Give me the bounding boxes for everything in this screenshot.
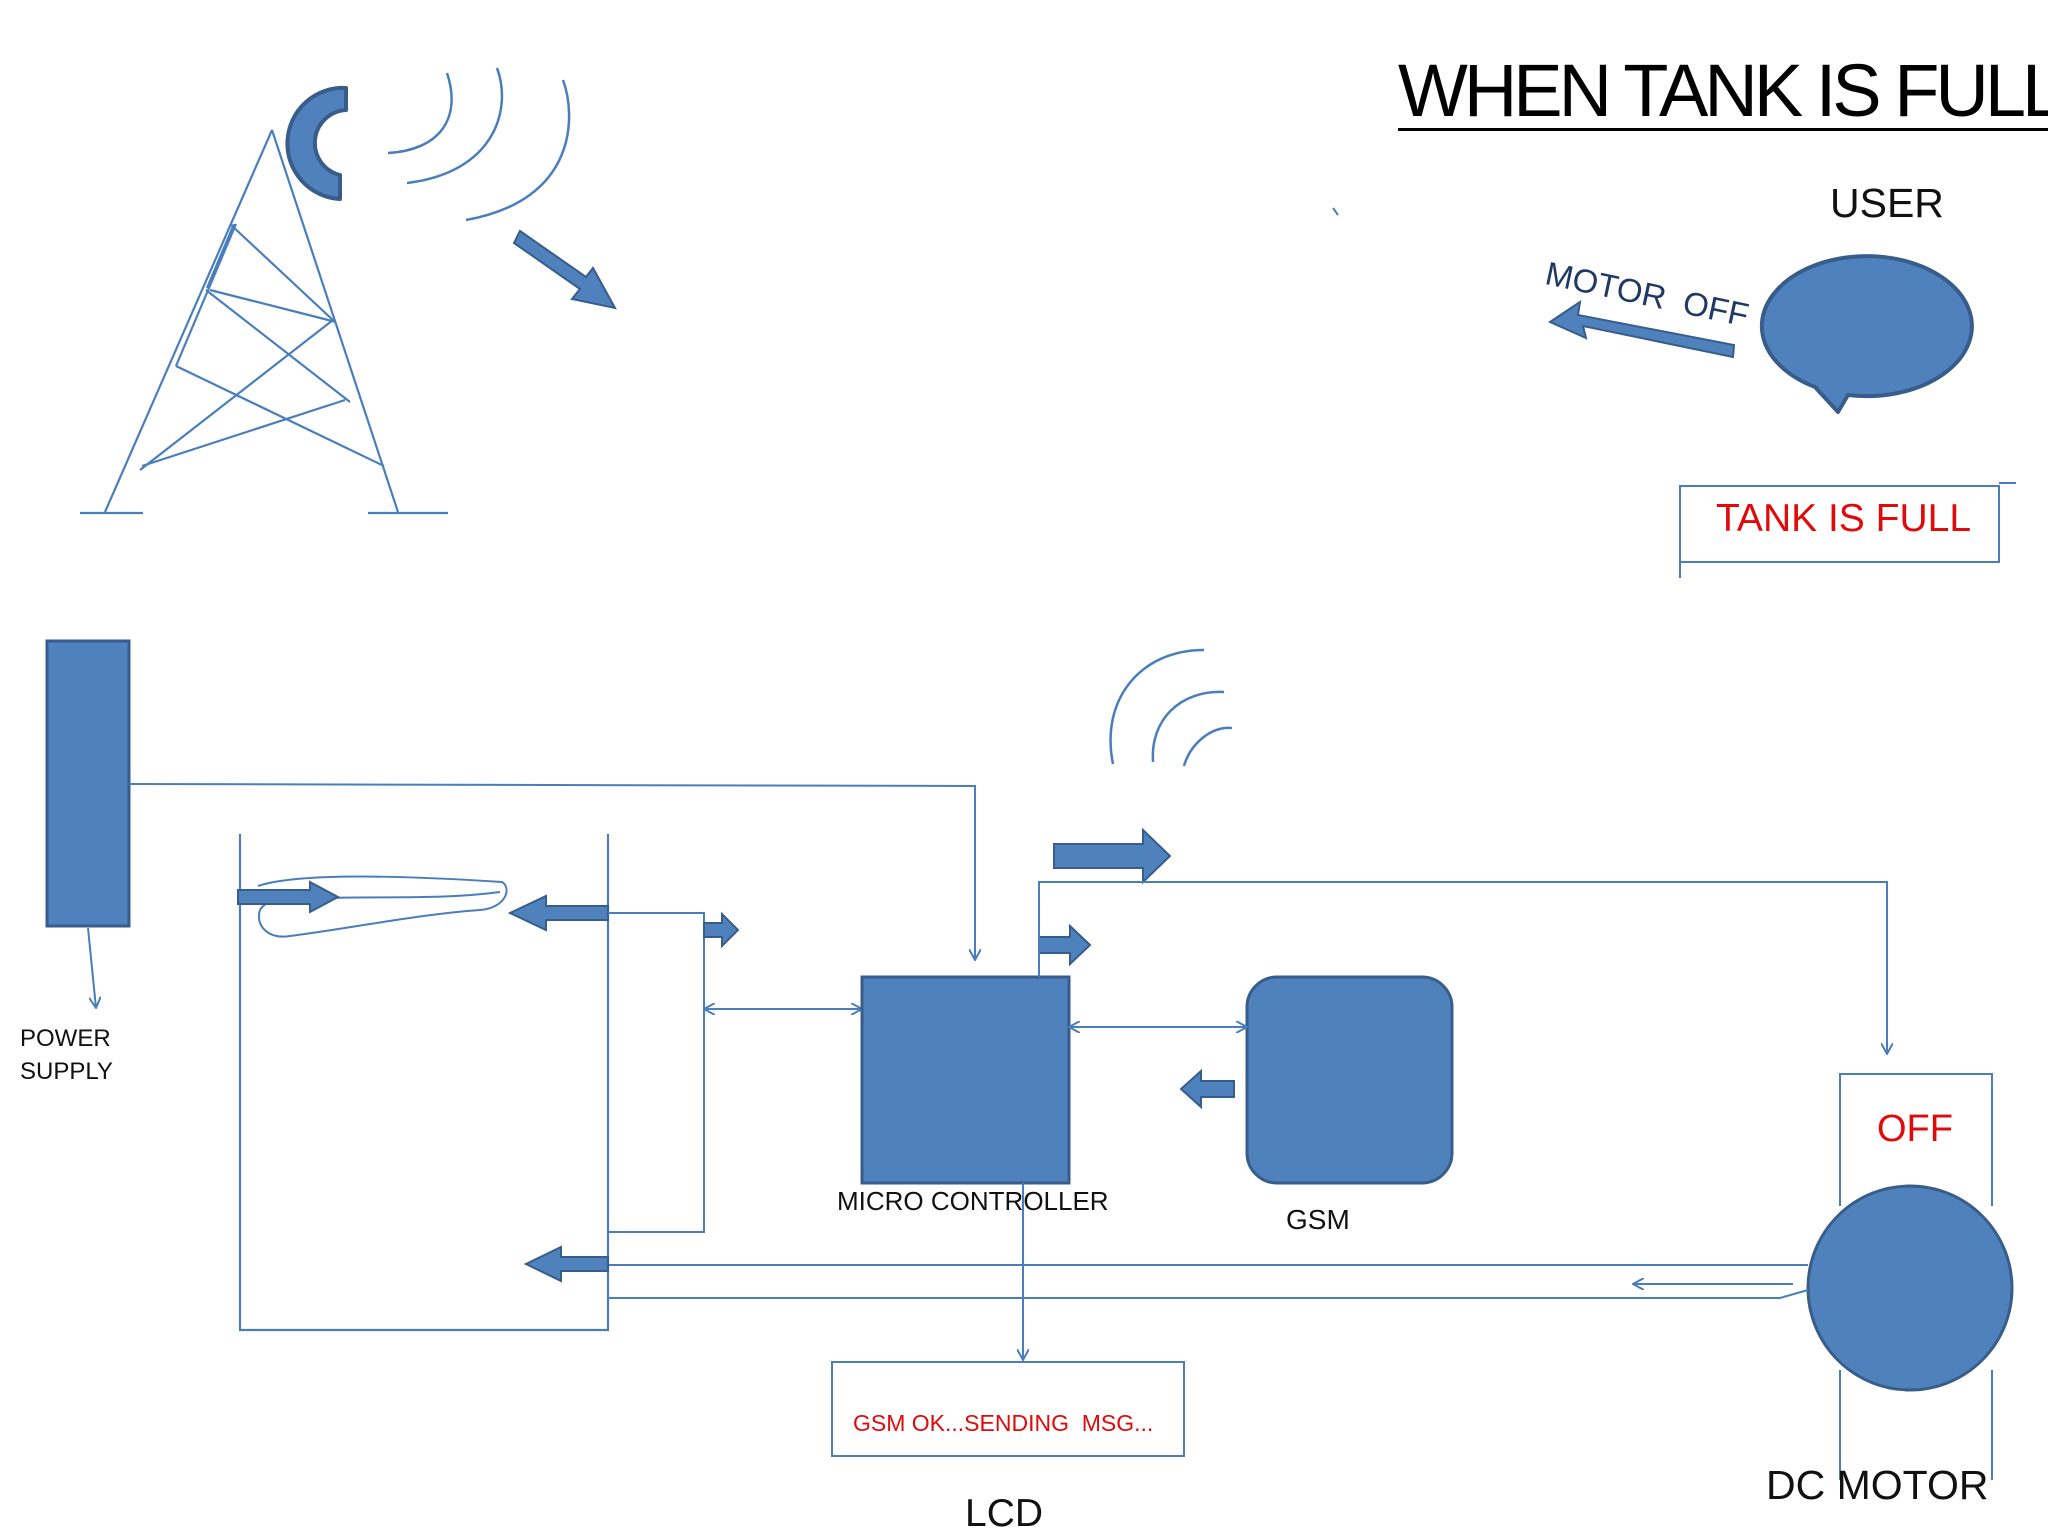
user-speech-bubble-icon [1759,254,1974,414]
gsm-waves-icon [1109,648,1233,767]
dc-motor-label: DC MOTOR [1766,1462,1989,1508]
signal-arrow [512,229,617,310]
dish-icon [285,85,348,201]
power-supply-label-line2: SUPPLY [20,1058,113,1085]
power-supply-block [45,639,131,928]
gsm-transmit-arrow [1053,827,1172,885]
water-pipes [608,1264,1809,1299]
sensor-signal-arrow [703,911,740,949]
water-surface [257,875,508,938]
gsm-module-block [1245,975,1454,1185]
micro-controller-block [860,975,1071,1185]
power-line [128,783,975,960]
micro-controller-label: MICRO CONTROLLER [837,1186,1109,1216]
tank-status-text: TANK IS FULL [1716,497,1972,540]
dc-motor-housing [1839,1073,1993,1480]
user-label: USER [1830,180,1944,226]
broadcast-waves-icon [387,67,571,222]
sensor-arrow-out [507,894,609,932]
tower-icon [80,129,448,515]
power-supply-label-line1: POWER [20,1025,111,1052]
gsm-label: GSM [1286,1204,1350,1235]
sensor-arrow-in [237,880,341,914]
lcd-message: GSM OK...SENDING MSG... [853,1410,1154,1436]
motor-off-arrow [1547,299,1736,359]
water-tank [238,834,610,1332]
tank-status-box [1679,482,2016,578]
gsm-to-mc-arrow [1179,1068,1235,1110]
mc-output-arrow [1038,923,1092,967]
dc-motor-icon [1806,1184,2014,1392]
sensor-wiring [608,912,862,1233]
page-title: WHEN TANK IS FULL [1398,49,2048,132]
motor-state-text: OFF [1877,1108,1953,1150]
lcd-display-box [831,1361,1185,1457]
mc-to-motor-line [1038,881,1887,1054]
water-inflow-arrow [523,1245,609,1283]
power-supply-down-arrow [87,927,96,1008]
lcd-label: LCD [965,1492,1044,1535]
